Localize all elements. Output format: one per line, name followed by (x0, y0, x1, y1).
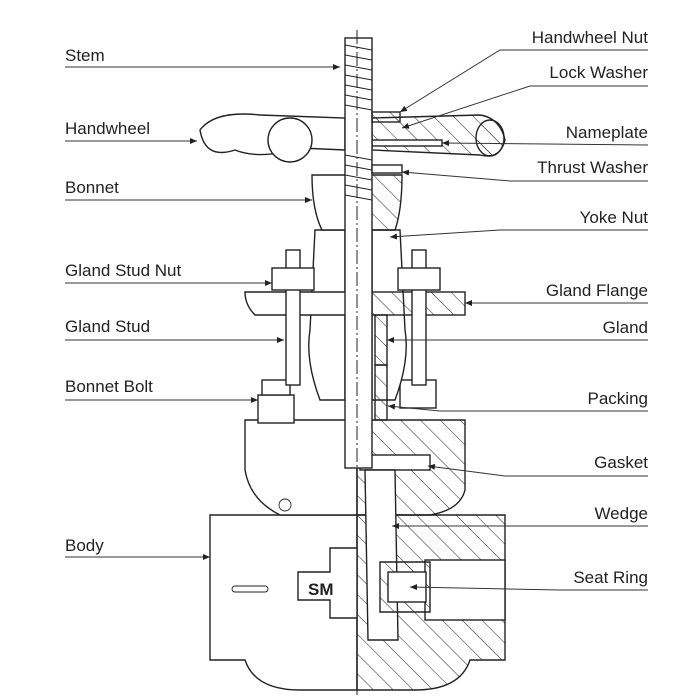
body-boss (297, 547, 358, 619)
label-nameplate: Nameplate (566, 123, 648, 142)
stem-part (344, 37, 373, 469)
label-seat-ring: Seat Ring (573, 568, 648, 587)
gland-flange-left (244, 291, 358, 316)
label-wedge: Wedge (594, 504, 648, 523)
gland-studs (271, 249, 441, 386)
label-body: Body (65, 536, 104, 555)
label-gasket: Gasket (594, 453, 648, 472)
label-bonnet: Bonnet (65, 178, 119, 197)
label-gland-flange: Gland Flange (546, 281, 648, 300)
leader-yoke-nut (389, 229, 648, 240)
wedge-part (364, 469, 399, 641)
gland-flange-right (356, 291, 466, 316)
leader-nameplate (441, 140, 649, 147)
label-gland-stud-nut: Gland Stud Nut (65, 261, 182, 280)
label-bonnet-bolt: Bonnet Bolt (65, 377, 153, 396)
gland-stud-nut-left (271, 267, 315, 291)
bolt-hole (278, 498, 292, 512)
stem-thread (344, 44, 373, 201)
body-port (424, 559, 506, 621)
gland-stud-nut-right (397, 267, 441, 291)
leader-thrust-washer (401, 169, 648, 182)
bonnet-bolts (257, 379, 437, 424)
leader-seat-ring (409, 584, 648, 591)
leader-packing (387, 403, 648, 412)
label-handwheel: Handwheel (65, 119, 150, 138)
label-stem: Stem (65, 46, 105, 65)
leader-gasket (427, 463, 648, 477)
thrust-washer-part (371, 164, 403, 174)
gland-part (374, 314, 388, 366)
body-logo: SM (308, 580, 334, 599)
label-yoke-nut: Yoke Nut (580, 208, 649, 227)
leader-lock-washer (401, 85, 648, 129)
handwheel-nut-part (371, 111, 401, 123)
body-slot (231, 585, 269, 593)
packing-part (374, 364, 388, 421)
label-handwheel-nut: Handwheel Nut (532, 28, 649, 47)
bonnet-bolt-left (257, 394, 295, 424)
label-lock-washer: Lock Washer (549, 63, 648, 82)
leader-handwheel-nut (399, 49, 648, 113)
nameplate-part (371, 139, 443, 147)
label-gland-stud: Gland Stud (65, 317, 150, 336)
label-thrust-washer: Thrust Washer (537, 158, 648, 177)
label-gland: Gland (603, 318, 648, 337)
label-packing: Packing (588, 389, 648, 408)
